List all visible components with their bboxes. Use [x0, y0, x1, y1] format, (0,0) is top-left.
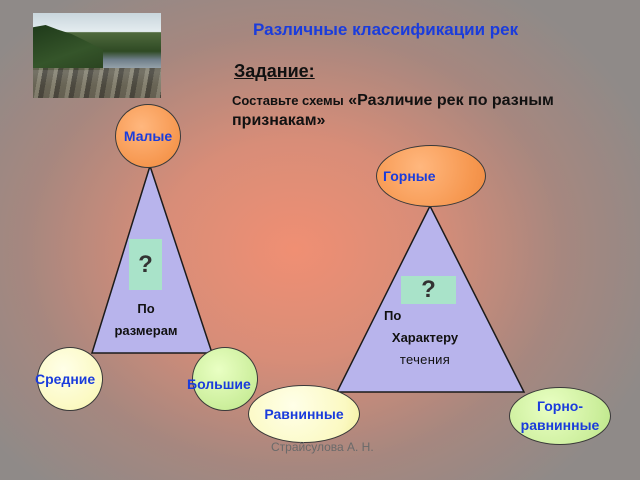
small-rivers-label: Малые: [123, 128, 173, 144]
size-criterion-text: По размерам: [105, 299, 187, 341]
mountain-plain-line1: Горно-: [536, 398, 583, 414]
medium-rivers-label: Средние: [35, 371, 96, 387]
slide-title: Различные классификации рек: [253, 20, 519, 39]
circle-small: Малые: [115, 104, 181, 168]
task-label: Задание:: [234, 61, 315, 81]
flow-criterion-text: По Характеру течения: [370, 305, 480, 371]
circle-mountain-plain: Горно- равнинные: [509, 387, 611, 445]
photo-rocks: [33, 68, 161, 98]
size-criterion-line1: По: [137, 301, 155, 316]
question-box-flow: ?: [401, 276, 456, 304]
circle-large: Большие: [187, 347, 258, 411]
size-criterion-line2: размерам: [114, 323, 178, 338]
mountain-plain-label: Горно- равнинные: [521, 397, 600, 435]
large-rivers-label: Большие: [187, 376, 251, 392]
instruction-text: Составьте схемы «Различие рек по разным …: [232, 91, 627, 131]
question-box-size: ?: [129, 239, 162, 290]
river-photo: [33, 13, 161, 98]
mountain-plain-line2: равнинные: [520, 417, 600, 433]
circle-mountain: Горные: [376, 145, 486, 207]
instruction-rest: «Различие рек по разным признакам»: [232, 92, 554, 129]
circle-plain: Равнинные: [248, 385, 360, 443]
flow-criterion-line3: течения: [399, 352, 451, 367]
author-footer: Страйсулова А. Н.: [271, 440, 374, 454]
plain-rivers-label: Равнинные: [264, 406, 344, 422]
mountain-rivers-label: Горные: [383, 168, 436, 184]
instruction-prefix: Составьте схемы: [232, 93, 344, 108]
flow-criterion-line1: По: [384, 308, 402, 323]
flow-criterion-line2: Характеру: [391, 330, 459, 345]
circle-medium: Средние: [35, 347, 103, 411]
